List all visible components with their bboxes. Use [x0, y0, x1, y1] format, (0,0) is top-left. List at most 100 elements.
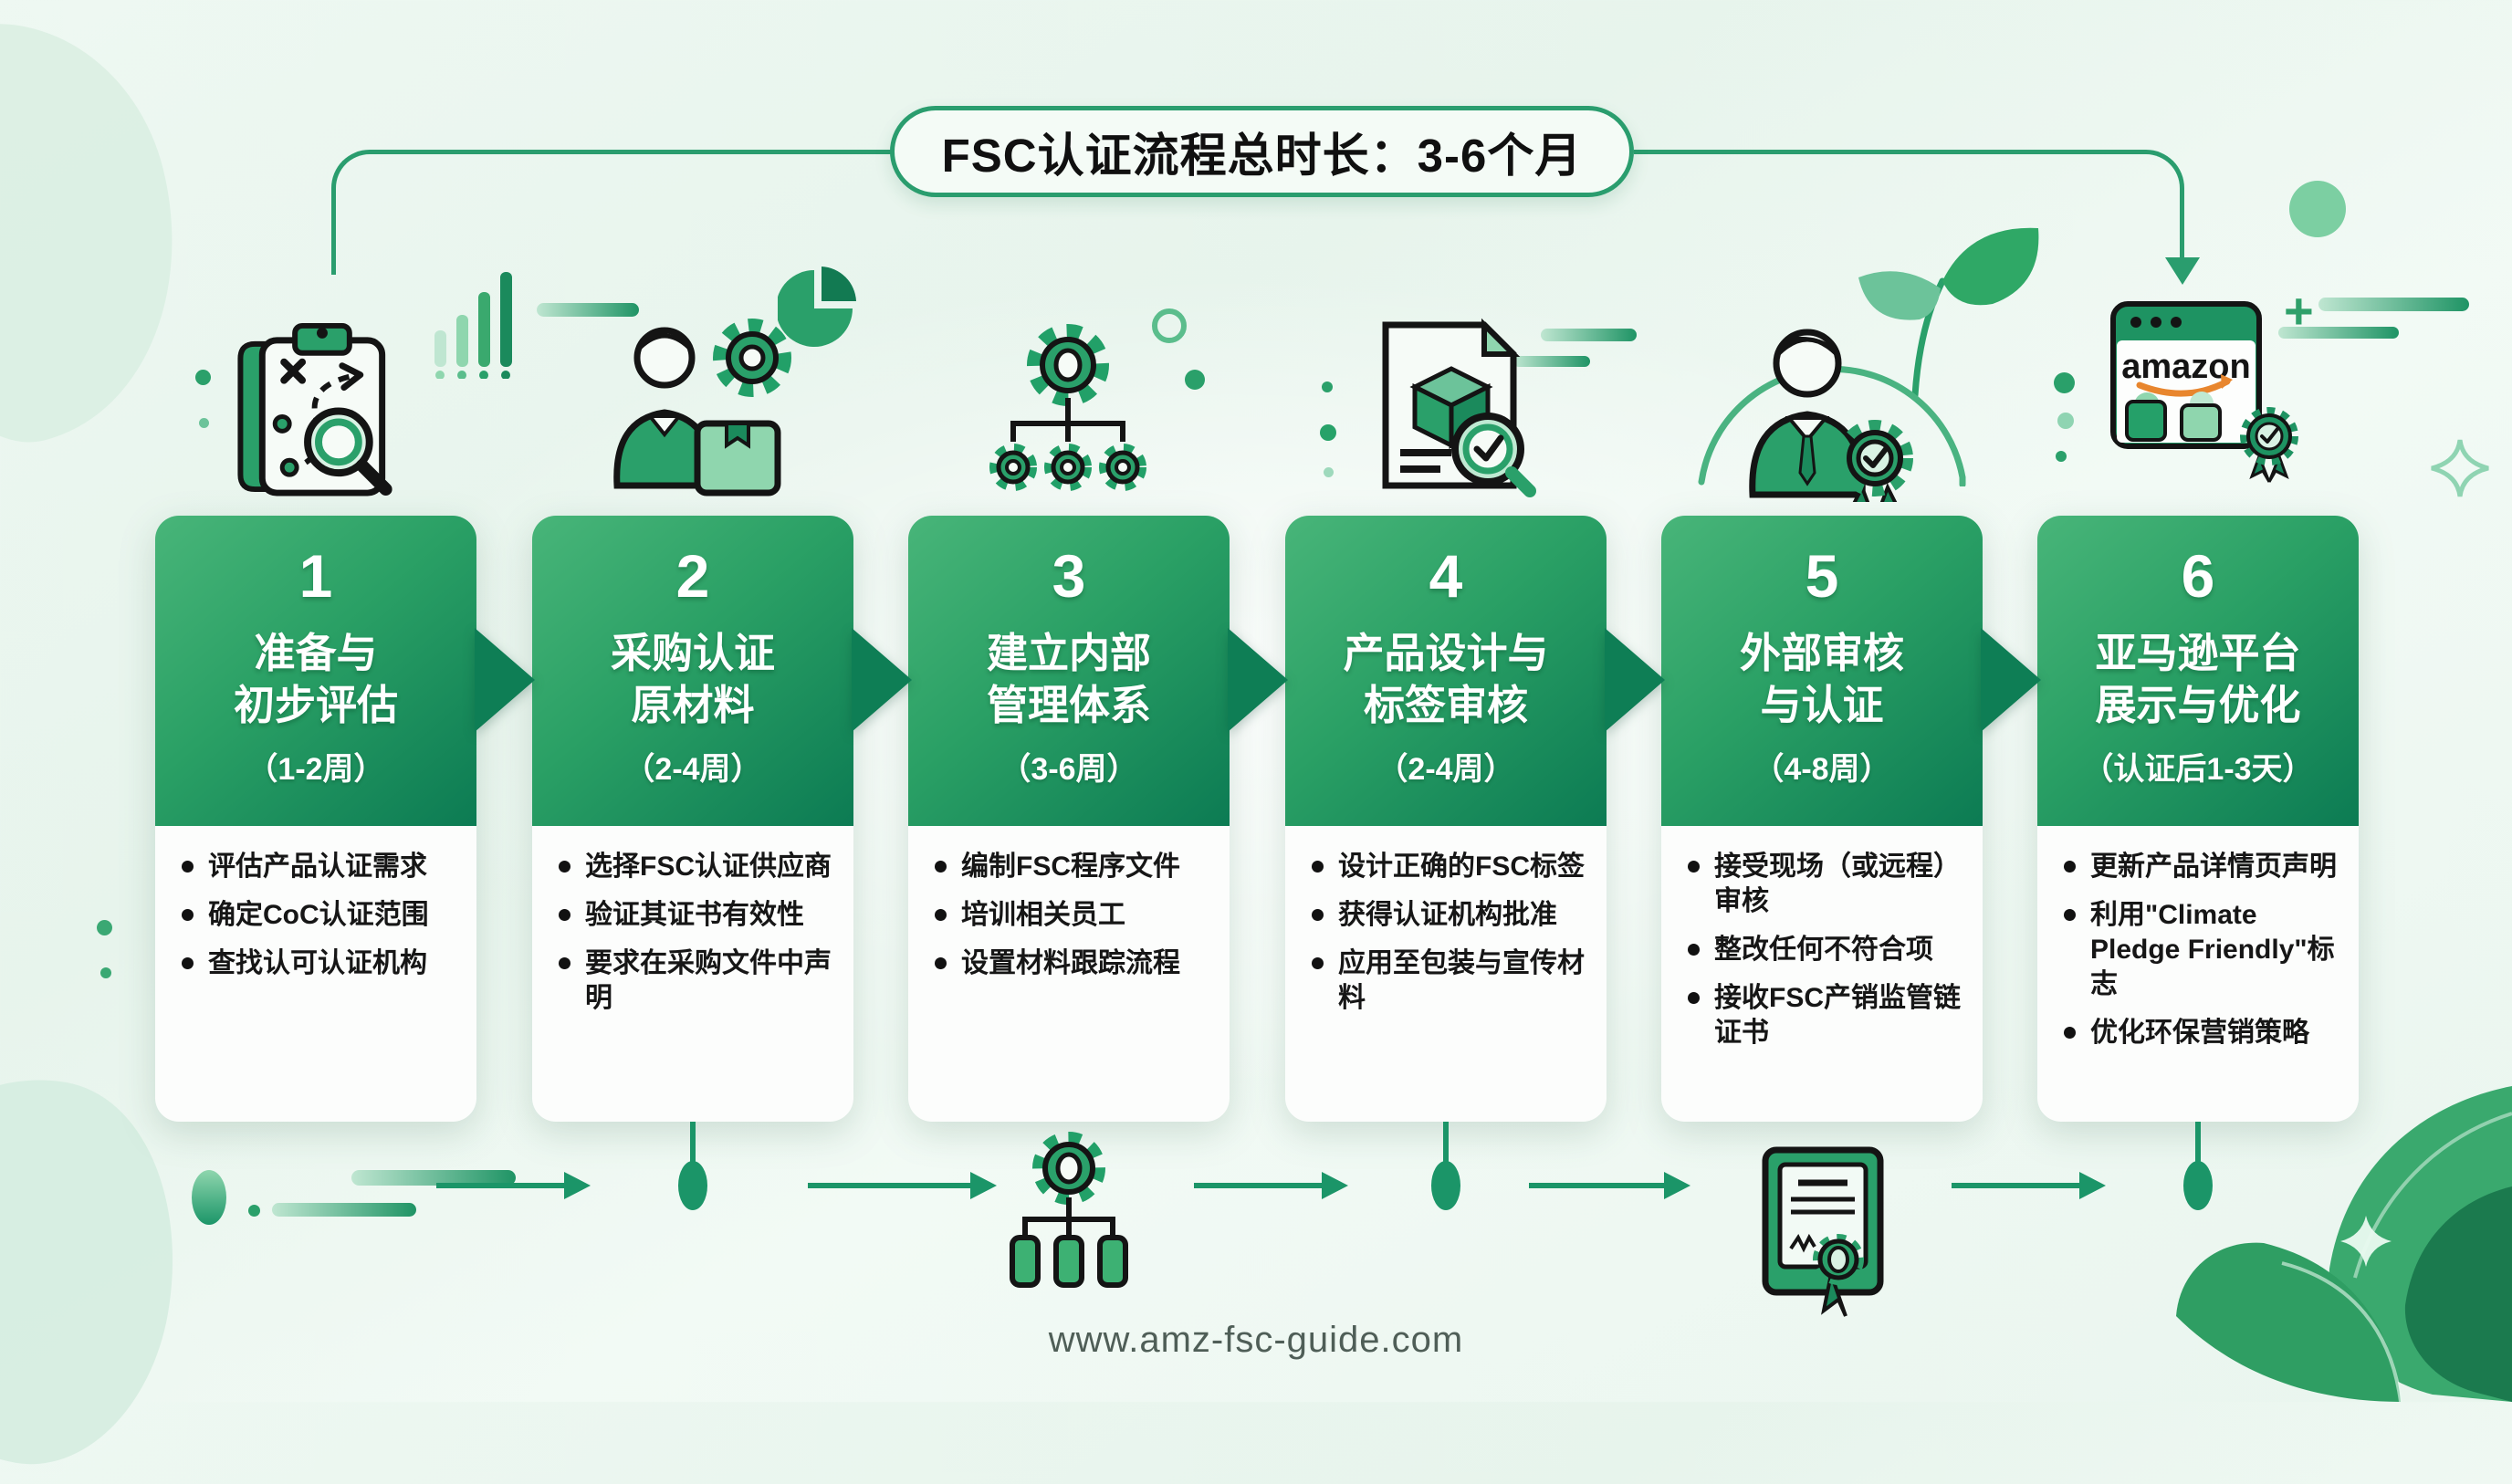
- step-2-body: 选择FSC认证供应商 验证其证书有效性 要求在采购文件中声明: [532, 826, 853, 1122]
- speed-line-decoration: [1541, 329, 1637, 341]
- step-duration: （4-8周）: [1753, 752, 1891, 787]
- bullet-item: 接受现场（或远程）审核: [1683, 850, 1966, 919]
- step-title: 准备与初步评估: [233, 630, 398, 728]
- step-bullet-list: 编制FSC程序文件 培训相关员工 设置材料跟踪流程: [930, 850, 1213, 981]
- step-title: 产品设计与标签审核: [1343, 630, 1549, 728]
- dot-decoration: [248, 1205, 260, 1217]
- step-duration: （2-4周）: [623, 752, 762, 787]
- step-arrow-icon: [852, 628, 912, 732]
- step-arrow-icon: [1981, 628, 2041, 732]
- bullet-item: 确定CoC认证范围: [177, 898, 460, 933]
- step-number: 4: [1429, 542, 1463, 610]
- bullet-item: 接收FSC产销监管链证书: [1683, 981, 1966, 1050]
- step-number: 5: [1805, 542, 1839, 610]
- bullet-item: 优化环保营销策略: [2059, 1016, 2342, 1050]
- step-6-header: 6 亚马逊平台展示与优化 （认证后1-3天）: [2037, 516, 2359, 826]
- dot-decoration: [192, 1170, 226, 1225]
- step-card-5: 5 外部审核与认证 （4-8周） 接受现场（或远程）审核 整改任何不符合项 接收…: [1661, 516, 1983, 1122]
- bullet-item: 利用"Climate Pledge Friendly"标志: [2059, 898, 2342, 1002]
- speed-line-decoration: [351, 1170, 516, 1186]
- step-number: 2: [675, 542, 710, 610]
- step-1-body: 评估产品认证需求 确定CoC认证范围 查找认可认证机构: [155, 826, 476, 1122]
- supplier-box-gear-icon: [613, 319, 791, 496]
- flow-node-dot: [678, 1161, 707, 1210]
- bullet-item: 设置材料跟踪流程: [930, 946, 1213, 981]
- speed-line-decoration: [1513, 356, 1590, 367]
- gear-hierarchy-small-icon: [1010, 1132, 1128, 1288]
- step-number: 6: [2181, 542, 2215, 610]
- speed-line-decoration: [2318, 298, 2469, 311]
- flow-arrow-icon: [1529, 1172, 1690, 1199]
- amazon-browser-badge-icon: amazon: [2110, 301, 2298, 483]
- step-bullet-list: 更新产品详情页声明 利用"Climate Pledge Friendly"标志 …: [2059, 850, 2342, 1050]
- bullet-item: 验证其证书有效性: [554, 898, 837, 933]
- step-arrow-icon: [1228, 628, 1288, 732]
- step-title: 亚马逊平台展示与优化: [2095, 630, 2301, 728]
- step-bullet-list: 设计正确的FSC标签 获得认证机构批准 应用至包装与宣传材料: [1307, 850, 1590, 1016]
- corner-leaves-icon: [2176, 1086, 2512, 1402]
- step-arrow-icon: [475, 628, 535, 732]
- bullet-item: 应用至包装与宣传材料: [1307, 946, 1590, 1016]
- speed-line-decoration: [272, 1203, 416, 1217]
- step-arrow-icon: [1605, 628, 1665, 732]
- step-number: 1: [298, 542, 333, 610]
- step-4-header: 4 产品设计与标签审核 （2-4周）: [1285, 516, 1607, 826]
- flow-node-dot: [1431, 1161, 1460, 1210]
- dot-decoration: [1185, 370, 1205, 390]
- step-bullet-list: 选择FSC认证供应商 验证其证书有效性 要求在采购文件中声明: [554, 850, 837, 1016]
- step-2-header: 2 采购认证原材料 （2-4周）: [532, 516, 853, 826]
- bullet-item: 要求在采购文件中声明: [554, 946, 837, 1016]
- bullet-item: 选择FSC认证供应商: [554, 850, 837, 884]
- page-title: FSC认证流程总时长：3-6个月: [890, 106, 1634, 197]
- bullet-item: 更新产品详情页声明: [2059, 850, 2342, 884]
- step-bullet-list: 接受现场（或远程）审核 整改任何不符合项 接收FSC产销监管链证书: [1683, 850, 1966, 1050]
- document-box-inspect-icon: [1382, 318, 1536, 497]
- flow-arrow-icon: [436, 1172, 591, 1199]
- dot-decoration: [100, 967, 111, 978]
- footer-url: www.amz-fsc-guide.com: [1048, 1320, 1464, 1360]
- flow-connector: [1443, 1122, 1449, 1165]
- dot-decoration: [2289, 181, 2346, 237]
- step-title: 采购认证原材料: [610, 630, 775, 728]
- bullet-item: 培训相关员工: [930, 898, 1213, 933]
- bullet-item: 设计正确的FSC标签: [1307, 850, 1590, 884]
- pie-chart-decoration-icon: [778, 266, 856, 347]
- dot-decoration: [1320, 424, 1336, 441]
- arrow-down-icon: [2165, 257, 2200, 285]
- dot-decoration: [199, 418, 209, 428]
- dot-decoration: [97, 920, 112, 935]
- step-5-header: 5 外部审核与认证 （4-8周）: [1661, 516, 1983, 826]
- step-1-header: 1 准备与初步评估 （1-2周）: [155, 516, 476, 826]
- banner-connector-right: [1634, 150, 2184, 264]
- bar-chart-decoration-icon: [434, 272, 512, 379]
- flow-arrow-icon: [808, 1172, 997, 1199]
- bullet-item: 查找认可认证机构: [177, 946, 460, 981]
- step-title: 建立内部管理体系: [986, 630, 1151, 728]
- step-card-6: 6 亚马逊平台展示与优化 （认证后1-3天） 更新产品详情页声明 利用"Clim…: [2037, 516, 2359, 1122]
- step-3-header: 3 建立内部管理体系 （3-6周）: [908, 516, 1230, 826]
- auditor-badge-icon: [1749, 329, 1913, 502]
- gear-hierarchy-icon: [989, 324, 1146, 491]
- step-6-body: 更新产品详情页声明 利用"Climate Pledge Friendly"标志 …: [2037, 826, 2359, 1122]
- dot-decoration: [2054, 372, 2075, 393]
- ring-decoration: [1152, 308, 1187, 343]
- dot-decoration: [1324, 467, 1334, 477]
- step-duration: （1-2周）: [246, 752, 385, 787]
- bullet-item: 整改任何不符合项: [1683, 933, 1966, 967]
- leaf-sprig-icon: [1858, 227, 2039, 399]
- step-duration: （2-4周）: [1376, 752, 1515, 787]
- step-3-body: 编制FSC程序文件 培训相关员工 设置材料跟踪流程: [908, 826, 1230, 1122]
- flow-connector: [690, 1122, 696, 1165]
- step-title: 外部审核与认证: [1739, 630, 1904, 728]
- banner-connector-left: [331, 150, 895, 275]
- bullet-item: 评估产品认证需求: [177, 850, 460, 884]
- step-duration: （认证后1-3天）: [2082, 752, 2314, 787]
- flow-connector: [2195, 1122, 2201, 1165]
- step-4-body: 设计正确的FSC标签 获得认证机构批准 应用至包装与宣传材料: [1285, 826, 1607, 1122]
- flow-node-dot: [2183, 1161, 2213, 1210]
- step-card-1: 1 准备与初步评估 （1-2周） 评估产品认证需求 确定CoC认证范围 查找认可…: [155, 516, 476, 1122]
- flow-arrow-icon: [1194, 1172, 1348, 1199]
- bullet-item: 获得认证机构批准: [1307, 898, 1590, 933]
- corner-blob-top-left: [0, 0, 220, 467]
- dot-decoration: [2057, 413, 2074, 429]
